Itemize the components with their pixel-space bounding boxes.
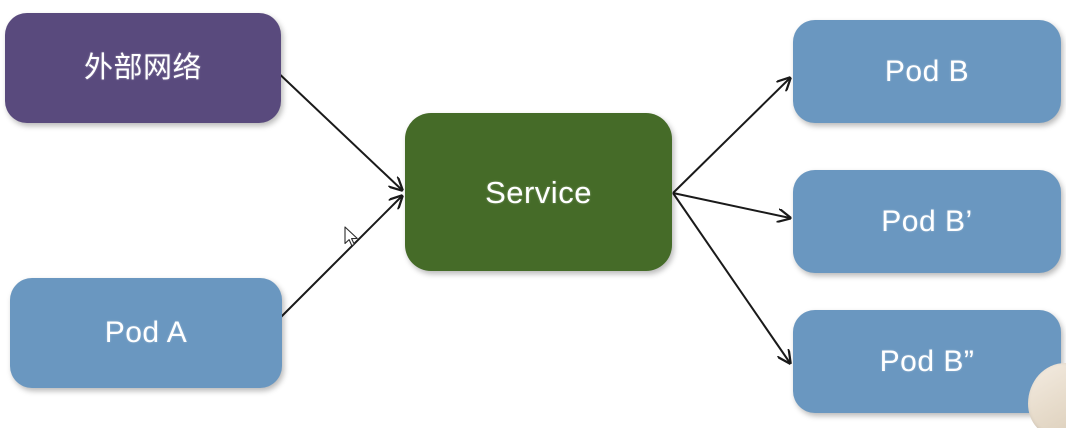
node-pod-b-double-prime-label: Pod B” xyxy=(879,344,975,378)
edge-service-to-pod-b-prime xyxy=(672,192,790,218)
edge-service-to-pod-b xyxy=(672,78,790,194)
node-external-network[interactable]: 外部网络 xyxy=(5,13,281,123)
node-pod-a-label: Pod A xyxy=(104,316,188,349)
node-service-label: Service xyxy=(485,174,592,210)
node-pod-a[interactable]: Pod A xyxy=(10,278,282,388)
node-pod-b[interactable]: Pod B xyxy=(793,20,1061,123)
edge-service-to-pod-b-double-prime xyxy=(672,192,790,363)
node-pod-b-label: Pod B xyxy=(884,54,970,88)
node-pod-b-prime[interactable]: Pod B’ xyxy=(793,170,1061,273)
node-pod-b-double-prime[interactable]: Pod B” xyxy=(793,310,1061,413)
mouse-cursor-icon xyxy=(344,226,358,247)
edge-pod-a-to-service xyxy=(275,196,402,323)
node-service[interactable]: Service xyxy=(405,113,672,271)
node-external-network-label: 外部网络 xyxy=(83,51,202,84)
edge-external-to-service xyxy=(271,66,402,190)
node-pod-b-prime-label: Pod B’ xyxy=(881,204,973,238)
